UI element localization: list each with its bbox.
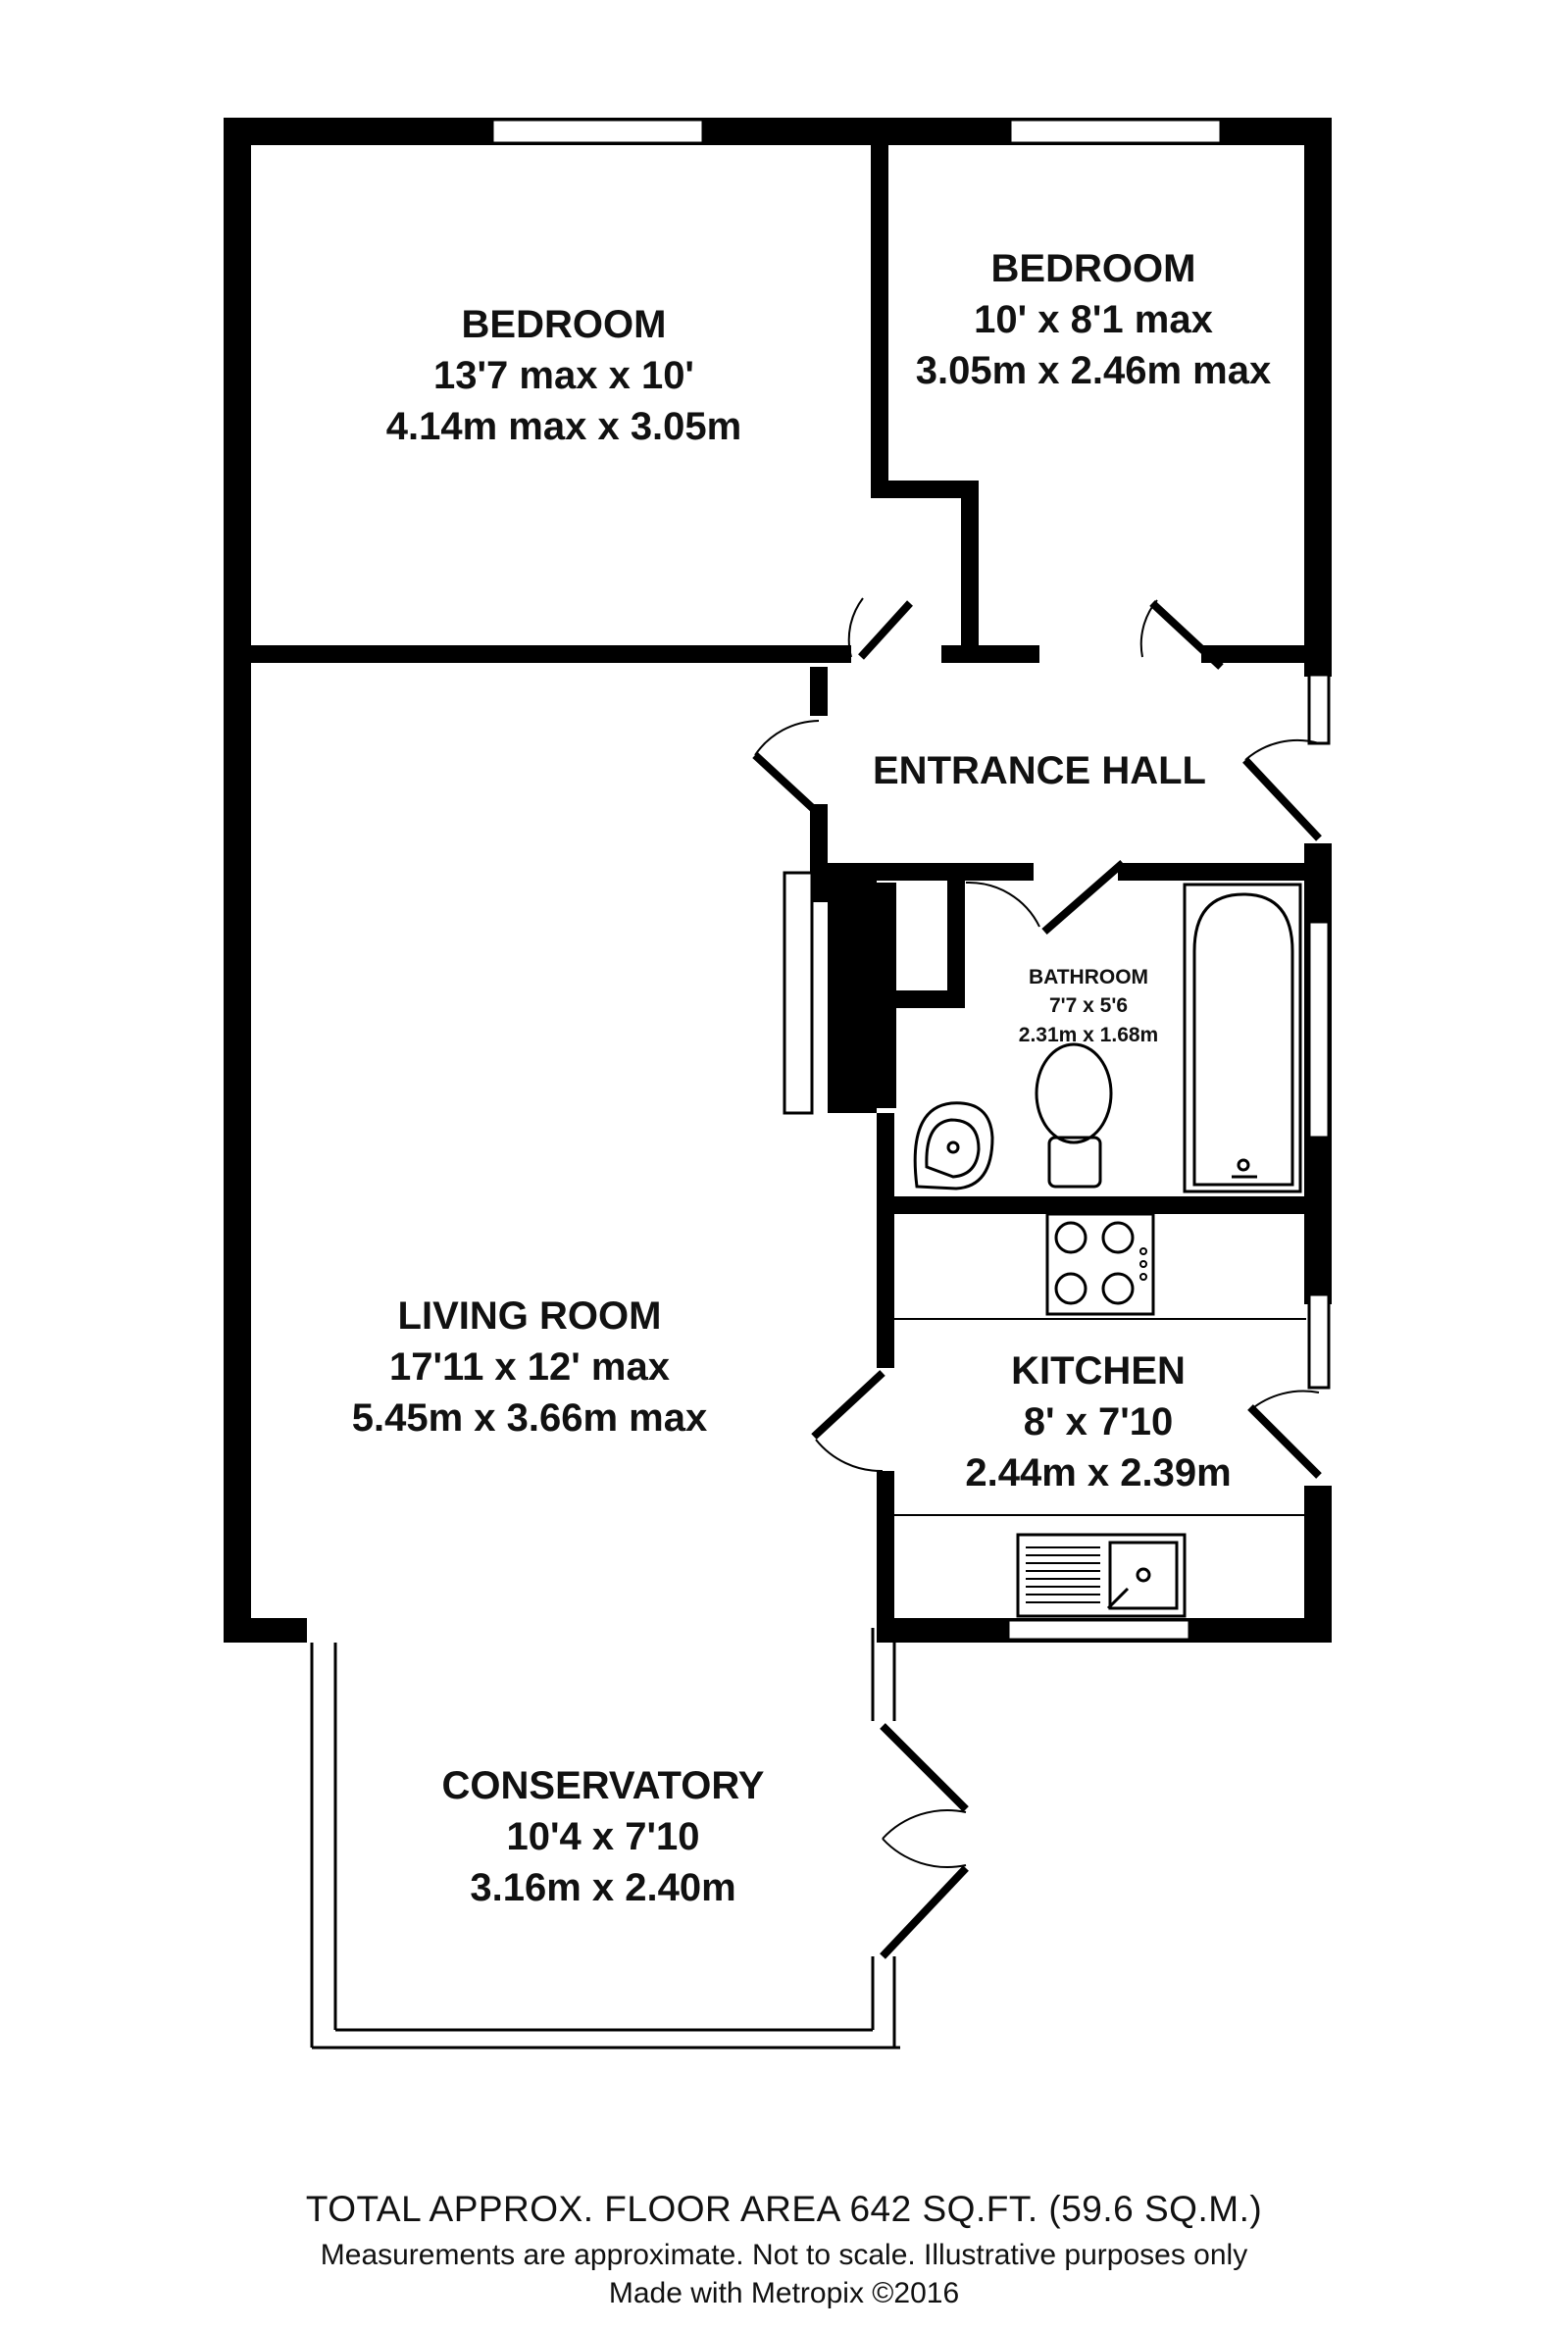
conservatory-frame: [310, 1628, 900, 2050]
kitchen-label: KITCHEN 8' x 7'10 2.44m x 2.39m: [902, 1345, 1294, 1498]
hob-icon: [1045, 1212, 1155, 1316]
credit-text: Made with Metropix ©2016: [608, 2277, 960, 2309]
doors: [752, 597, 1322, 1959]
room-name: BEDROOM: [990, 247, 1196, 290]
entrance-hall-label: ENTRANCE HALL: [834, 745, 1245, 796]
room-dimensions-imperial: 8' x 7'10: [1023, 1400, 1174, 1444]
room-dimensions-metric: 2.44m x 2.39m: [965, 1451, 1232, 1494]
room-name: BEDROOM: [461, 303, 667, 346]
conservatory-label: CONSERVATORY 10'4 x 7'10 3.16m x 2.40m: [373, 1760, 834, 1913]
bedroom-1-label: BEDROOM 13'7 max x 10' 4.14m max x 3.05m: [324, 299, 804, 452]
bathroom-label: BATHROOM 7'7 x 5'6 2.31m x 1.68m: [1000, 963, 1177, 1049]
room-name: KITCHEN: [1011, 1349, 1186, 1393]
room-dimensions-metric: 3.05m x 2.46m max: [915, 349, 1272, 392]
room-name: CONSERVATORY: [441, 1764, 765, 1807]
room-dimensions-metric: 2.31m x 1.68m: [1018, 1023, 1159, 1046]
room-dimensions-imperial: 10' x 8'1 max: [974, 298, 1213, 341]
room-name: LIVING ROOM: [397, 1294, 662, 1338]
room-dimensions-imperial: 13'7 max x 10': [433, 354, 694, 397]
living-room-label: LIVING ROOM 17'11 x 12' max 5.45m x 3.66…: [294, 1291, 765, 1444]
total-floor-area: TOTAL APPROX. FLOOR AREA 642 SQ.FT. (59.…: [305, 2189, 1263, 2229]
sink-icon: [1016, 1533, 1187, 1618]
bedroom-2-label: BEDROOM 10' x 8'1 max 3.05m x 2.46m max: [883, 243, 1304, 396]
room-dimensions-metric: 4.14m max x 3.05m: [385, 405, 742, 448]
room-dimensions-metric: 3.16m x 2.40m: [470, 1866, 736, 1909]
room-dimensions-imperial: 10'4 x 7'10: [506, 1815, 700, 1858]
windows: [490, 118, 1331, 1642]
bath-icon: [1183, 883, 1302, 1193]
disclaimer-text: Measurements are approximate. Not to sca…: [320, 2239, 1248, 2271]
basin-icon: [913, 1101, 994, 1190]
room-name: BATHROOM: [1028, 966, 1149, 988]
room-dimensions-metric: 5.45m x 3.66m max: [351, 1396, 708, 1440]
room-dimensions-imperial: 7'7 x 5'6: [1048, 994, 1129, 1018]
room-dimensions-imperial: 17'11 x 12' max: [389, 1345, 670, 1389]
toilet-icon: [1035, 1042, 1113, 1189]
kitchen-worktops: [894, 1318, 1306, 1516]
room-name: ENTRANCE HALL: [873, 749, 1206, 792]
